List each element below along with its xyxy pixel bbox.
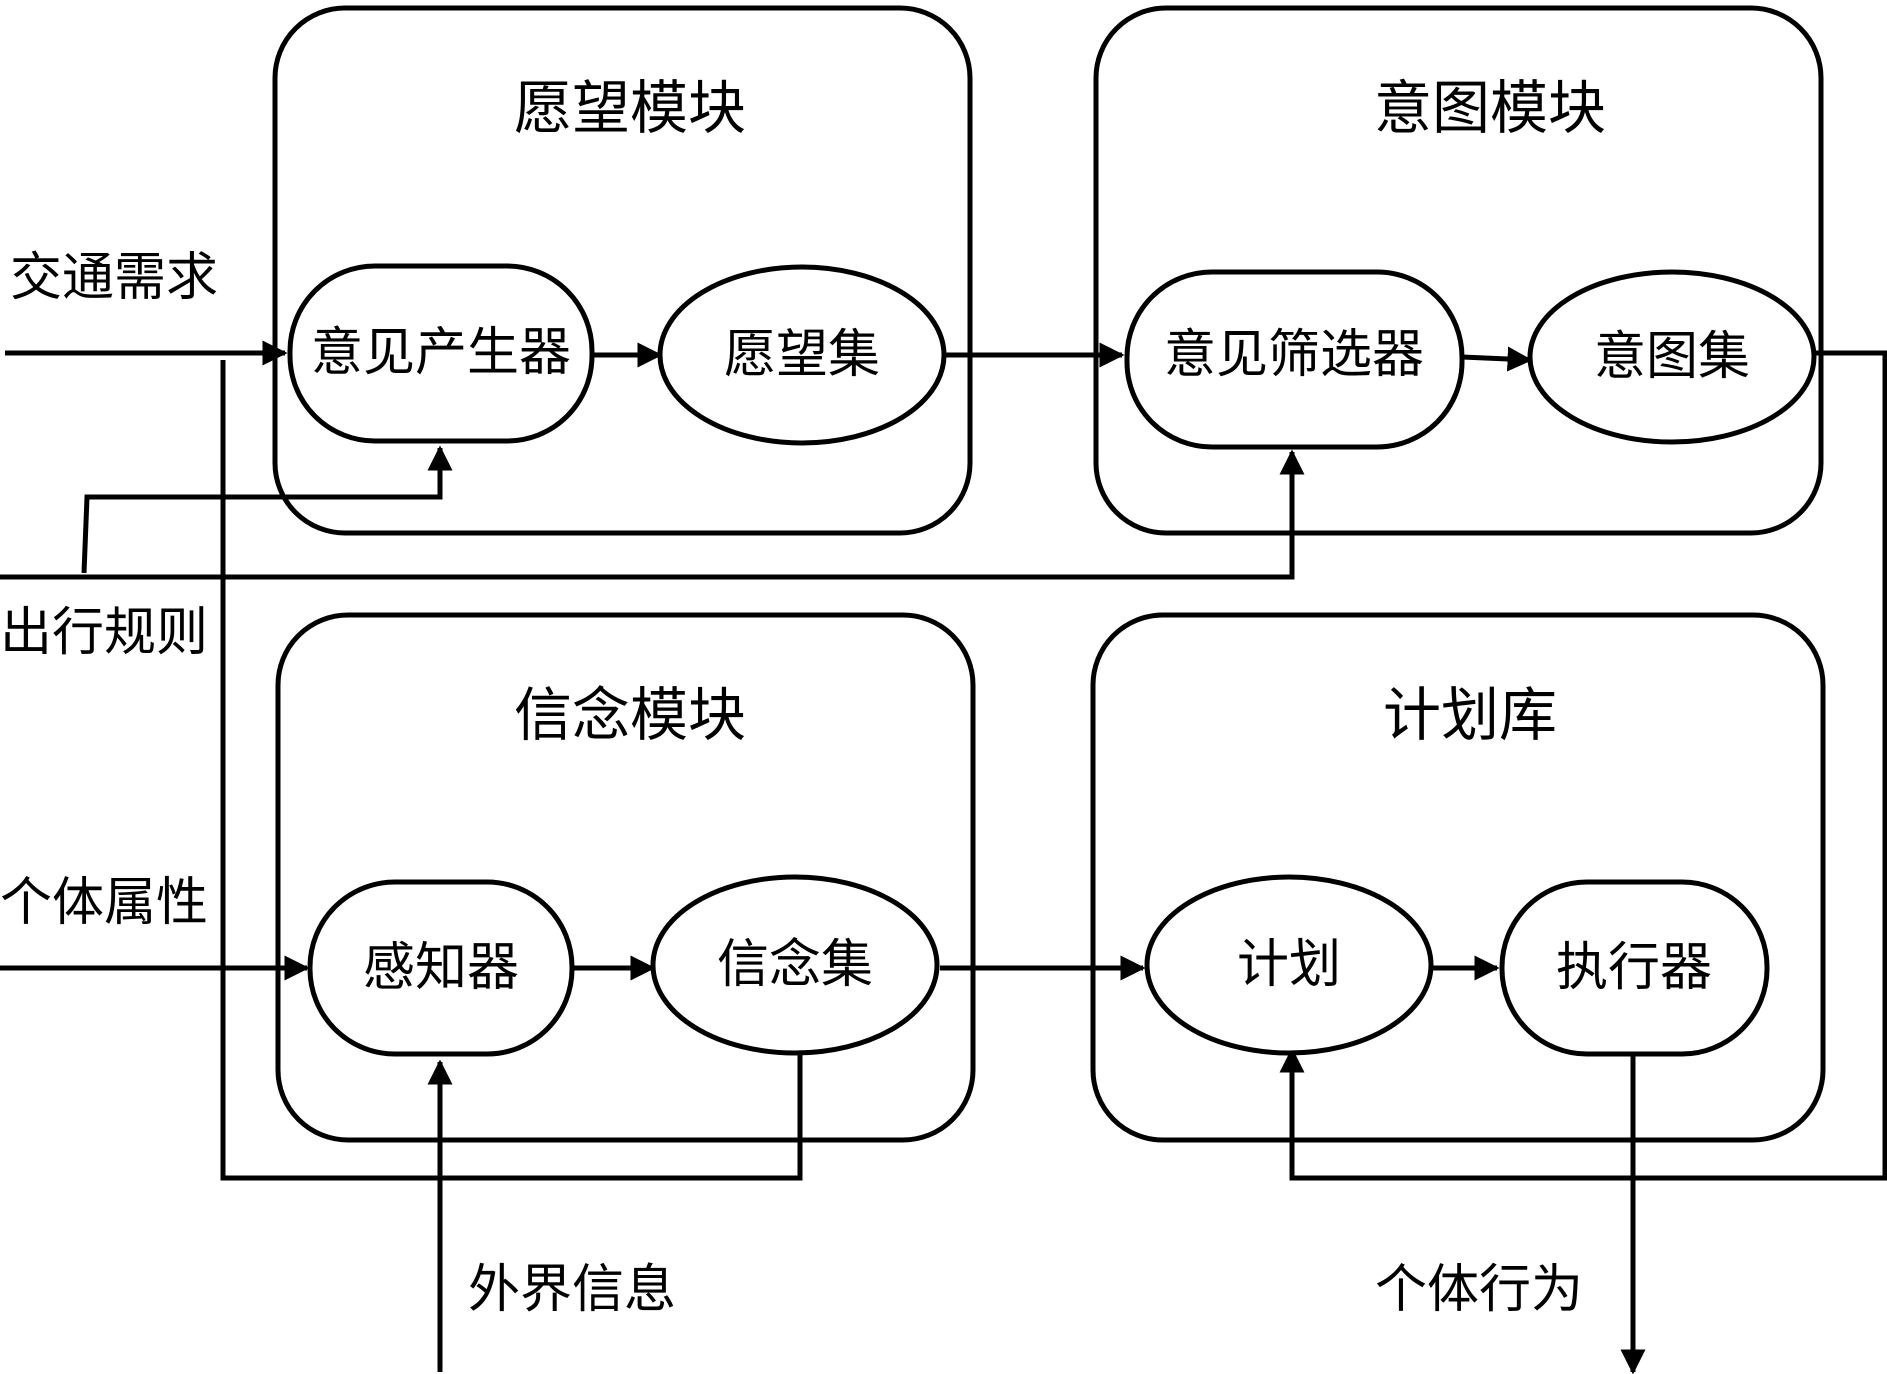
plan-label: 计划 xyxy=(1237,935,1341,995)
intention-module-title: 意图模块 xyxy=(1374,74,1606,142)
node-opinion-generator: 意见产生器 xyxy=(287,263,595,444)
node-desire-set: 愿望集 xyxy=(657,264,947,446)
belief-module-title: 信念模块 xyxy=(514,681,746,749)
desire-module: 愿望模块 xyxy=(272,5,973,536)
node-intention-set: 意图集 xyxy=(1527,269,1817,445)
node-belief-set: 信念集 xyxy=(650,874,940,1056)
node-opinion-filter: 意见筛选器 xyxy=(1124,269,1465,450)
arrow-filter-to-intention-set xyxy=(1461,346,1533,372)
arrow-intention-set-to-plan xyxy=(1279,350,1887,1181)
desire-module-title: 愿望模块 xyxy=(514,74,746,142)
executor-label: 执行器 xyxy=(1556,938,1712,998)
opinion-filter-label: 意见筛选器 xyxy=(1164,325,1424,385)
node-executor: 执行器 xyxy=(1499,879,1770,1057)
arrow-rules-to-filter xyxy=(0,449,1305,580)
traffic-demand-label: 交通需求 xyxy=(10,248,218,308)
arrow-rules-to-generator xyxy=(81,445,453,574)
individual-behavior-label: 个体行为 xyxy=(1375,1260,1583,1320)
individual-attributes-label: 个体属性 xyxy=(0,873,208,933)
perceiver-label: 感知器 xyxy=(363,938,519,998)
plan-library-title: 计划库 xyxy=(1383,681,1557,749)
intention-set-label: 意图集 xyxy=(1594,327,1750,387)
intention-module: 意图模块 xyxy=(1093,5,1824,536)
external-info-label: 外界信息 xyxy=(468,1260,676,1320)
node-perceiver: 感知器 xyxy=(307,879,575,1057)
node-plan: 计划 xyxy=(1144,874,1434,1056)
belief-module: 信念模块 xyxy=(275,612,976,1143)
feedback-belief-to-generator xyxy=(220,360,803,1181)
travel-rules-label: 出行规则 xyxy=(0,603,208,663)
desire-set-label: 愿望集 xyxy=(724,325,880,385)
belief-set-label: 信念集 xyxy=(717,935,873,995)
plan-library-module: 计划库 xyxy=(1090,612,1826,1143)
connections xyxy=(0,340,1887,1374)
opinion-generator-label: 意见产生器 xyxy=(311,323,571,383)
